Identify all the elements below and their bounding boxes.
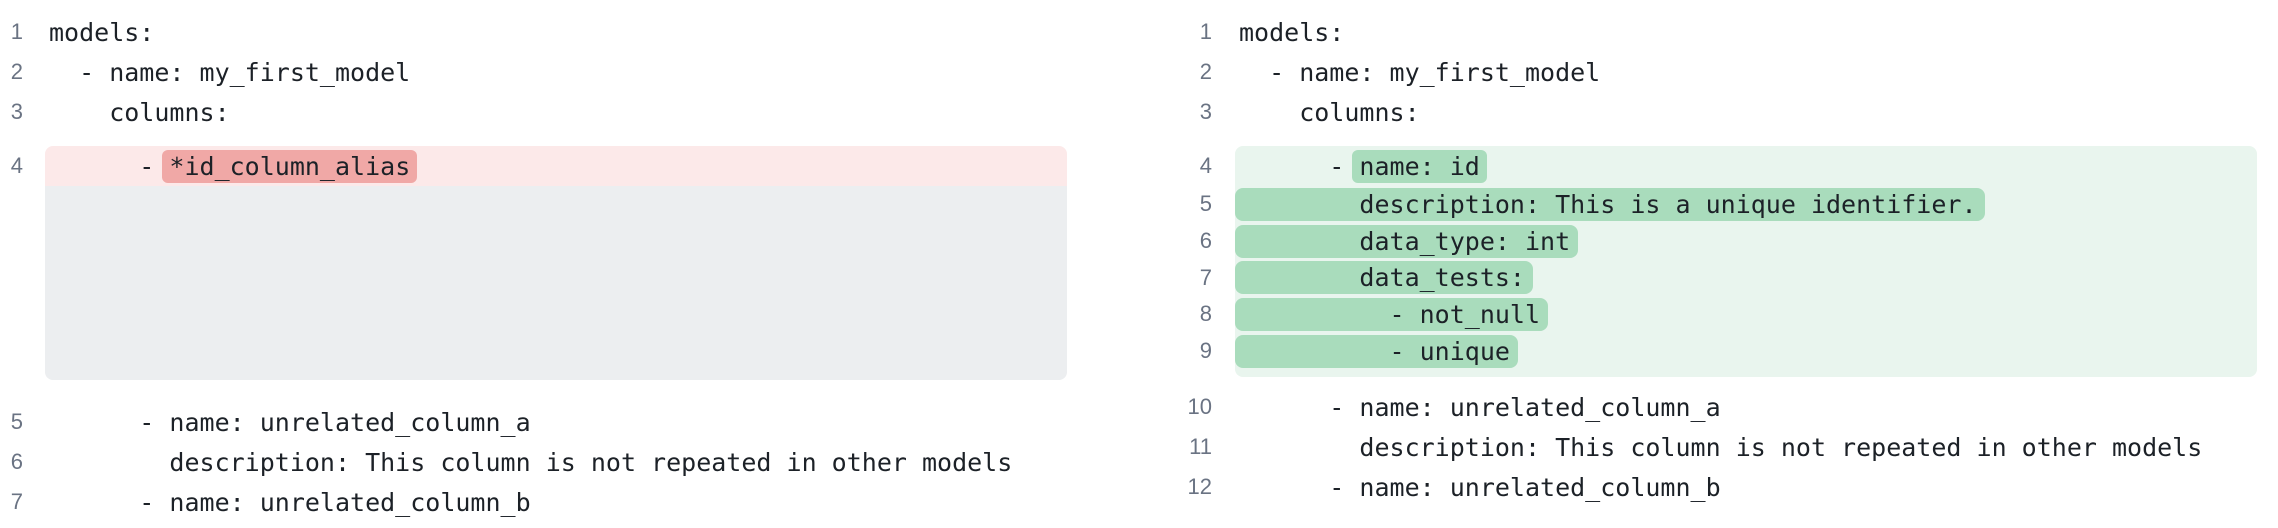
code-text: description: This is a unique identifier… <box>1235 187 1985 221</box>
removed-line: 4 - *id_column_alias <box>0 146 1139 186</box>
code-text: models: <box>49 17 155 47</box>
code-text: description: This column is not repeated… <box>1239 432 2203 462</box>
code-line: 2 - name: my_first_model <box>0 52 1139 92</box>
line-number: 10 <box>1187 394 1212 420</box>
line-number: 11 <box>1189 434 1212 460</box>
diff-pane-before: 1 models: 2 - name: my_first_model 3 col… <box>0 12 1139 522</box>
line-number: 1 <box>1199 19 1212 44</box>
code-line: 3 columns: <box>0 92 1139 132</box>
line-number: 1 <box>10 19 23 44</box>
line-number: 4 <box>1199 153 1212 178</box>
code-text: description: This column is not repeated… <box>49 447 1013 477</box>
line-number: 4 <box>10 153 23 178</box>
line-number: 12 <box>1187 474 1212 500</box>
line-number: 8 <box>1199 301 1212 327</box>
code-line: 11 description: This column is not repea… <box>1139 427 2278 467</box>
added-line: 5 description: This is a unique identifi… <box>1139 186 2278 223</box>
line-number: 2 <box>1199 59 1212 84</box>
line-number: 2 <box>10 59 23 84</box>
added-line-highlight: - not_null <box>1235 297 1549 331</box>
code-line: 12 - name: unrelated_column_b <box>1139 467 2278 507</box>
code-line: 1 models: <box>0 12 1139 52</box>
added-token-highlight: name: id <box>1352 149 1487 183</box>
added-line-highlight: - unique <box>1235 334 1518 368</box>
added-line-highlight: description: This is a unique identifier… <box>1235 187 1985 221</box>
code-line: 1 models: <box>1139 12 2278 52</box>
added-line: 8 - not_null <box>1139 296 2278 333</box>
code-text: - unique <box>1235 334 1518 368</box>
code-line: 5 - name: unrelated_column_a <box>0 402 1139 442</box>
code-line: 3 columns: <box>1139 92 2278 132</box>
code-text: columns: <box>1239 97 1420 127</box>
collapsed-lines-filler-row <box>0 186 1139 380</box>
code-line: 6 description: This column is not repeat… <box>0 442 1139 482</box>
line-number: 9 <box>1199 338 1212 364</box>
code-text: data_type: int <box>1235 224 1579 258</box>
line-number: 5 <box>10 409 23 434</box>
added-line: 4 - name: id <box>1139 146 2278 186</box>
code-text: - name: unrelated_column_b <box>49 487 531 517</box>
code-text: - name: unrelated_column_a <box>49 407 531 437</box>
added-line: 9 - unique <box>1139 332 2278 370</box>
added-block-bottom-cap <box>1139 369 2278 378</box>
added-line-highlight: data_tests: <box>1235 261 1533 295</box>
code-text: columns: <box>49 97 230 127</box>
line-number: 3 <box>10 99 23 124</box>
code-line: 2 - name: my_first_model <box>1139 52 2278 92</box>
code-text: - not_null <box>1235 297 1549 331</box>
code-text: - name: unrelated_column_a <box>1239 392 1721 422</box>
code-text: - name: id <box>1239 149 1487 183</box>
code-text: models: <box>1239 17 1345 47</box>
line-number: 3 <box>1199 99 1212 124</box>
line-number: 6 <box>1199 228 1212 254</box>
added-line: 7 data_tests: <box>1139 259 2278 297</box>
code-text: - *id_column_alias <box>49 149 418 183</box>
code-line: 10 - name: unrelated_column_a <box>1139 387 2278 427</box>
code-text: - name: my_first_model <box>1239 57 1601 87</box>
code-text: data_tests: <box>1235 261 1533 295</box>
removed-token-highlight: *id_column_alias <box>162 149 418 183</box>
added-line-highlight: data_type: int <box>1235 224 1579 258</box>
code-text: - name: unrelated_column_b <box>1239 472 1721 502</box>
added-line: 6 data_type: int <box>1139 222 2278 260</box>
line-number: 6 <box>10 449 23 474</box>
code-text: - name: my_first_model <box>49 57 411 87</box>
line-number: 7 <box>1199 264 1212 290</box>
collapsed-lines-filler <box>45 186 1067 380</box>
diff-pane-after: 1 models: 2 - name: my_first_model 3 col… <box>1139 0 2278 528</box>
line-number: 5 <box>1199 191 1212 217</box>
line-number: 7 <box>10 489 23 514</box>
code-line: 7 - name: unrelated_column_b <box>0 482 1139 522</box>
